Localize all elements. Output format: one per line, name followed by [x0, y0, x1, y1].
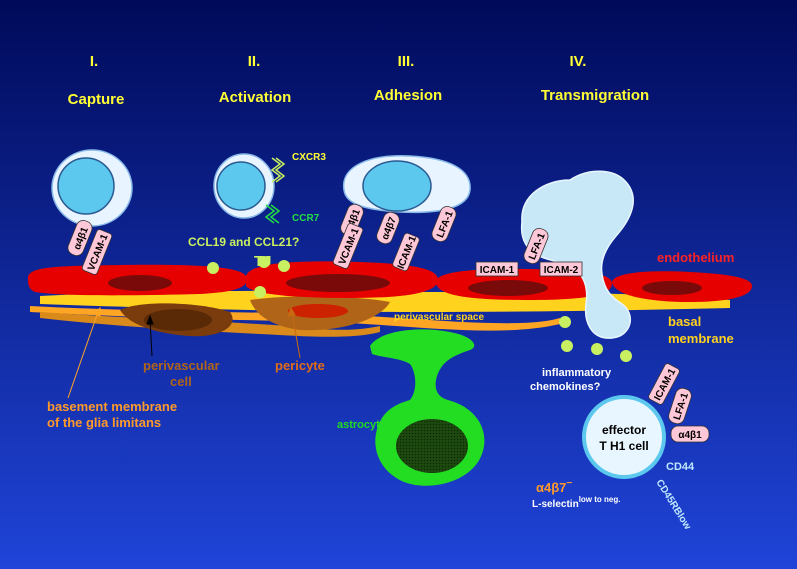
stage-4-numeral: IV.	[570, 53, 587, 70]
pericyte-label: pericyte	[275, 358, 325, 373]
chemokine-dot	[591, 343, 603, 355]
chemokine-dot	[561, 340, 573, 352]
icam2-transmigration: ICAM-2	[539, 261, 583, 277]
leukocyte-nucleus	[362, 160, 432, 212]
perivascular-cell-label-2: cell	[170, 374, 192, 389]
endothelial-nucleus	[286, 274, 390, 292]
stage-1-numeral: I.	[90, 53, 98, 70]
ccr7-receptor	[264, 204, 281, 224]
chemokine-dot	[258, 256, 270, 268]
basement-membrane-label-2: of the glia limitans	[47, 415, 161, 430]
a4b1-capture: α4β1	[67, 220, 93, 256]
basal-membrane-label-2: membrane	[668, 331, 734, 346]
stage-headings: I. II. III. IV. Capture Activation Adhes…	[68, 53, 650, 108]
leukocyte-nucleus	[216, 161, 266, 211]
endothelium-label: endothelium	[657, 250, 734, 265]
icam1-transmigration: ICAM-1	[475, 261, 519, 277]
chemokine-dots	[207, 256, 632, 362]
tight-junction-label: TJ	[254, 253, 272, 270]
stage-2-numeral: II.	[248, 53, 261, 70]
effector-label-1: effector	[602, 423, 646, 437]
basement-membrane-label-1: basement membrane	[47, 399, 177, 414]
cxcr3-label: CXCR3	[292, 152, 326, 163]
perivascular-space-label: perivascular space	[394, 312, 484, 323]
stage-3-name: Adhesion	[374, 87, 442, 104]
adhesion-cell	[343, 155, 471, 214]
chemokine-dot	[559, 316, 571, 328]
endothelial-nucleus	[642, 281, 702, 295]
a4b7-adhesion: α4β7	[376, 211, 400, 245]
a4b1-effector: α4β1	[670, 425, 710, 443]
endothelial-nucleus	[108, 275, 172, 291]
inflammatory-chemokines-label-2: chemokines?	[530, 381, 601, 393]
chemokine-dot	[620, 350, 632, 362]
leukocyte-nucleus	[57, 157, 115, 215]
pointer-lines	[67, 306, 301, 399]
effector-label-2: T H1 cell	[599, 439, 648, 453]
astrocyte-label: astrocyte	[337, 419, 386, 431]
a4b1-label: α4β1	[678, 430, 702, 441]
lfa1-effector: LFA-1	[668, 387, 692, 425]
chemokine-dot	[254, 286, 266, 298]
stage-1-name: Capture	[68, 91, 125, 108]
capture-cell	[51, 149, 133, 227]
perivascular-cell-label-1: perivascular	[143, 358, 220, 373]
ccr7-label: CCR7	[292, 213, 320, 224]
effector-cell-membrane	[582, 395, 666, 479]
chemokine-dot	[207, 262, 219, 274]
stage-4-name: Transmigration	[541, 87, 649, 104]
chemokine-dot	[278, 260, 290, 272]
endothelium-layer	[28, 261, 752, 302]
chemokine-label: CCL19 and CCL21?	[188, 235, 299, 249]
effector-th1-cell: effector T H1 cell	[582, 395, 666, 479]
a4b7-negative-label: α4β7−	[536, 478, 572, 495]
l-selectin-label: L-selectinlow to neg.	[532, 495, 620, 510]
stage-2-name: Activation	[219, 89, 292, 106]
icam1-label: ICAM-1	[480, 265, 515, 276]
stage-3-numeral: III.	[398, 53, 415, 70]
astrocyte-nucleus	[396, 419, 468, 473]
icam2-label: ICAM-2	[544, 265, 579, 276]
basal-membrane-label-1: basal	[668, 314, 701, 329]
inflammatory-chemokines-label-1: inflammatory	[542, 367, 612, 379]
endothelial-nucleus	[468, 280, 548, 296]
cd44-label: CD44	[666, 461, 695, 473]
activation-cell	[213, 153, 275, 219]
cxcr3-receptor	[270, 157, 286, 183]
